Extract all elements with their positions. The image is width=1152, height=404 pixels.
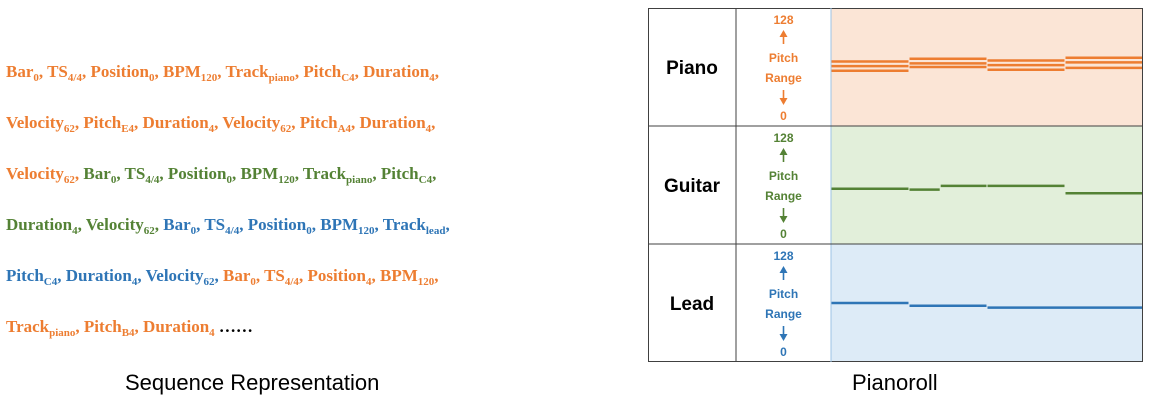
sequence-token: Tracklead, (382, 215, 450, 237)
arrow-down-icon-head (779, 334, 788, 341)
sequence-token: Bar0, (163, 215, 205, 237)
track-name: Lead (670, 294, 714, 315)
pitch-range-label: 128 (773, 249, 793, 263)
sequence-token: BPM120, (240, 164, 303, 186)
pitch-range-label: Range (765, 307, 802, 321)
sequence-token: Velocity62, (6, 113, 84, 135)
pianoroll-caption: Pianoroll (852, 370, 938, 395)
sequence-token: PitchE4, (83, 113, 143, 135)
sequence-token: TS4/4, (124, 164, 168, 186)
pitch-range-label: 0 (780, 345, 787, 359)
sequence-token: Trackpiano, (6, 317, 84, 339)
sequence-token: Bar0, (6, 62, 48, 84)
pitch-range-label: 128 (773, 13, 793, 27)
sequence-token: BPM120, (163, 62, 226, 84)
sequence-token: Duration4 (143, 317, 215, 339)
sequence-token: PitchC4, (6, 266, 66, 288)
sequence-token: Bar0, (83, 164, 125, 186)
pianoroll-svg: Piano128PitchRange0Guitar128PitchRange0L… (648, 8, 1143, 362)
sequence-token: Duration4, (359, 113, 436, 135)
sequence-token: Position0, (247, 215, 321, 237)
sequence-caption: Sequence Representation (125, 370, 380, 395)
sequence-token: Trackpiano, (225, 62, 304, 84)
sequence-token: Position0, (167, 164, 241, 186)
sequence-token: Velocity62, (85, 215, 164, 237)
pitch-range-label: 0 (780, 109, 787, 123)
sequence-line: Duration4, Velocity62, Bar0, TS4/4, Posi… (6, 205, 606, 256)
arrow-up-icon-head (779, 30, 788, 37)
sequence-token: PitchB4, (83, 317, 144, 339)
sequence-line: Velocity62, PitchE4, Duration4, Velocity… (6, 103, 606, 154)
sequence-token: Duration4, (65, 266, 146, 288)
sequence-line: Bar0, TS4/4, Position0, BPM120, Trackpia… (6, 52, 606, 103)
sequence-token: BPM120, (320, 215, 383, 237)
arrow-up-icon-head (779, 148, 788, 155)
sequence-token: PitchC4, (303, 62, 364, 84)
sequence-token: …… (218, 317, 253, 336)
pitch-range-label: 0 (780, 227, 787, 241)
sequence-token: TS4/4, (264, 266, 308, 288)
pitch-range-label: Pitch (769, 51, 798, 65)
pitch-range-label: Pitch (769, 287, 798, 301)
sequence-token: Bar0, (222, 266, 265, 288)
arrow-down-icon-head (779, 216, 788, 223)
sequence-token: BPM120, (380, 266, 439, 288)
pitch-range-label: 128 (773, 131, 793, 145)
sequence-token: PitchA4, (299, 113, 360, 135)
sequence-representation: Bar0, TS4/4, Position0, BPM120, Trackpia… (6, 52, 606, 358)
pitch-range-label: Range (765, 71, 802, 85)
sequence-line: Trackpiano, PitchB4, Duration4 …… (6, 307, 606, 358)
sequence-token: Velocity62, (6, 164, 84, 186)
sequence-token: Position0, (90, 62, 164, 84)
sequence-token: TS4/4, (47, 62, 91, 84)
sequence-token: Position4, (307, 266, 380, 288)
track-roll-background (831, 126, 1143, 244)
pianoroll-border (648, 8, 1143, 362)
pitch-range-label: Range (765, 189, 802, 203)
pitch-range-label: Pitch (769, 169, 798, 183)
sequence-token: Trackpiano, (302, 164, 381, 186)
sequence-line: Velocity62, Bar0, TS4/4, Position0, BPM1… (6, 154, 606, 205)
sequence-token: Velocity62, (222, 113, 300, 135)
track-name: Guitar (664, 176, 721, 197)
sequence-line: PitchC4, Duration4, Velocity62, Bar0, TS… (6, 256, 606, 307)
sequence-token: PitchC4, (380, 164, 437, 186)
sequence-token: Duration4, (6, 215, 86, 237)
sequence-token: Duration4, (142, 113, 223, 135)
arrow-down-icon-head (779, 98, 788, 105)
sequence-token: Velocity62, (145, 266, 223, 288)
arrow-up-icon-head (779, 266, 788, 273)
sequence-token: Duration4, (363, 62, 440, 84)
sequence-token: TS4/4, (204, 215, 248, 237)
track-name: Piano (666, 58, 718, 79)
